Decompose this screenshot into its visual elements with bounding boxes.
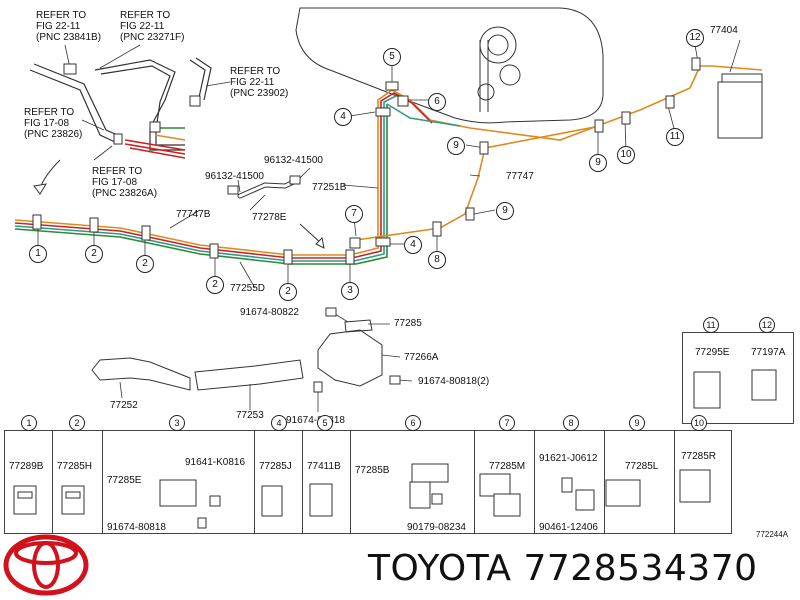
- callout-2: 2: [279, 283, 297, 301]
- callout-8: 8: [428, 251, 446, 269]
- table-callout-5: 5: [317, 415, 333, 431]
- table-cell-8: 8 91621-J0612 90461-12406: [535, 415, 605, 533]
- callout-9: 9: [589, 154, 607, 172]
- callout-2: 2: [136, 255, 154, 273]
- table-callout-1: 1: [21, 415, 37, 431]
- inset-part-77295e: 77295E: [695, 347, 730, 358]
- inset-callout-12: 12: [759, 317, 775, 333]
- part-label-77251b: 77251B: [312, 182, 347, 193]
- table-callout-2: 2: [69, 415, 85, 431]
- callout-11: 11: [666, 128, 684, 146]
- table-part: 91674-80818: [107, 522, 166, 533]
- callout-2: 2: [85, 245, 103, 263]
- callout-2: 2: [206, 276, 224, 294]
- table-callout-7: 7: [499, 415, 515, 431]
- table-part: 77285J: [259, 461, 292, 472]
- table-cell-1: 1 77289B: [5, 415, 53, 533]
- table-cell-3: 3 91641-K0816 77285E 91674-80818: [103, 415, 255, 533]
- table-part: 77285R: [681, 451, 717, 462]
- part-label-77404: 77404: [710, 25, 738, 36]
- table-part: 77411B: [307, 461, 341, 472]
- table-cell-5: 5 77411B: [303, 415, 351, 533]
- part-label-91674-80818-2: 91674-80818(2): [418, 376, 490, 387]
- callout-4: 4: [334, 108, 352, 126]
- table-callout-8: 8: [563, 415, 579, 431]
- table-part: 91641-K0816: [185, 457, 246, 468]
- part-label-77255d: 77255D: [230, 283, 266, 294]
- table-callout-4: 4: [271, 415, 287, 431]
- callout-10: 10: [617, 146, 635, 164]
- bolts: [227, 175, 401, 393]
- table-part: 91621-J0612: [539, 453, 598, 464]
- clamp-parts-table: 1 77289B 2 77285H 3 91641-K0816 77285E 9…: [4, 415, 732, 534]
- table-callout-9: 9: [629, 415, 645, 431]
- inset-part-77197a: 77197A: [751, 347, 786, 358]
- table-cell-4: 4 77285J: [255, 415, 303, 533]
- diagram-code: 772244A: [756, 530, 789, 539]
- main-fuel-lines: [14, 65, 763, 265]
- callout-6: 6: [428, 93, 446, 111]
- part-label-77266a: 77266A: [404, 352, 439, 363]
- toyota-logo: [3, 534, 89, 596]
- part-label-77253: 77253: [236, 410, 264, 421]
- brand-part-number: TOYOTA 7728534370: [368, 548, 758, 589]
- fuel-tank-outline: [295, 7, 604, 124]
- charcoal-canister: [717, 81, 763, 139]
- part-label-96132-b: 96132-41500: [264, 155, 323, 166]
- table-callout-3: 3: [169, 415, 185, 431]
- table-part: 77285B: [355, 465, 390, 476]
- part-label-96132-a: 96132-41500: [205, 171, 264, 182]
- table-callout-6: 6: [405, 415, 421, 431]
- table-cell-2: 2 77285H: [53, 415, 103, 533]
- table-part: 77285E: [107, 475, 142, 486]
- inset-callout-11: 11: [703, 317, 719, 333]
- part-label-91674-80822: 91674-80822: [240, 307, 299, 318]
- callout-5: 5: [383, 48, 401, 66]
- table-cell-10: 10 77285R: [675, 415, 731, 533]
- line-clamps: [32, 57, 701, 265]
- color-stub-lines: [124, 139, 186, 159]
- callout-3: 3: [341, 282, 359, 300]
- table-part: 90179-08234: [407, 522, 466, 533]
- table-part: 77285H: [57, 461, 93, 472]
- callout-12: 12: [686, 29, 704, 47]
- table-part: 77289B: [9, 461, 44, 472]
- callout-7: 7: [345, 205, 363, 223]
- part-label-77285: 77285: [394, 318, 422, 329]
- callout-9: 9: [496, 202, 514, 220]
- part-label-77747b: 77747B: [176, 209, 211, 220]
- table-part: 77285M: [489, 461, 526, 472]
- inset-clamps-11-12: 11 12 77295E 77197A: [682, 317, 794, 424]
- bracket-77253: [194, 359, 304, 391]
- table-cell-9: 9 77285L: [605, 415, 675, 533]
- part-label-77747: 77747: [506, 171, 534, 182]
- table-part: 77285L: [625, 461, 659, 472]
- part-label-77278e: 77278E: [252, 212, 287, 223]
- part-label-77252: 77252: [110, 400, 138, 411]
- bracket-77266a: [317, 329, 383, 387]
- table-part-sketches: [13, 369, 777, 529]
- table-callout-10: 10: [691, 415, 707, 431]
- table-cell-6: 6 77285B 90179-08234: [351, 415, 475, 533]
- callout-1: 1: [29, 245, 47, 263]
- direction-arrow: [39, 159, 61, 189]
- tank-pump-circle: [479, 26, 517, 64]
- callout-4: 4: [404, 236, 422, 254]
- table-cell-7: 7 77285M: [475, 415, 535, 533]
- table-part: 90461-12406: [539, 522, 598, 533]
- part-label-91674-80818: 91674-80818: [286, 415, 345, 426]
- callout-9: 9: [447, 137, 465, 155]
- bracket-77252: [91, 357, 191, 391]
